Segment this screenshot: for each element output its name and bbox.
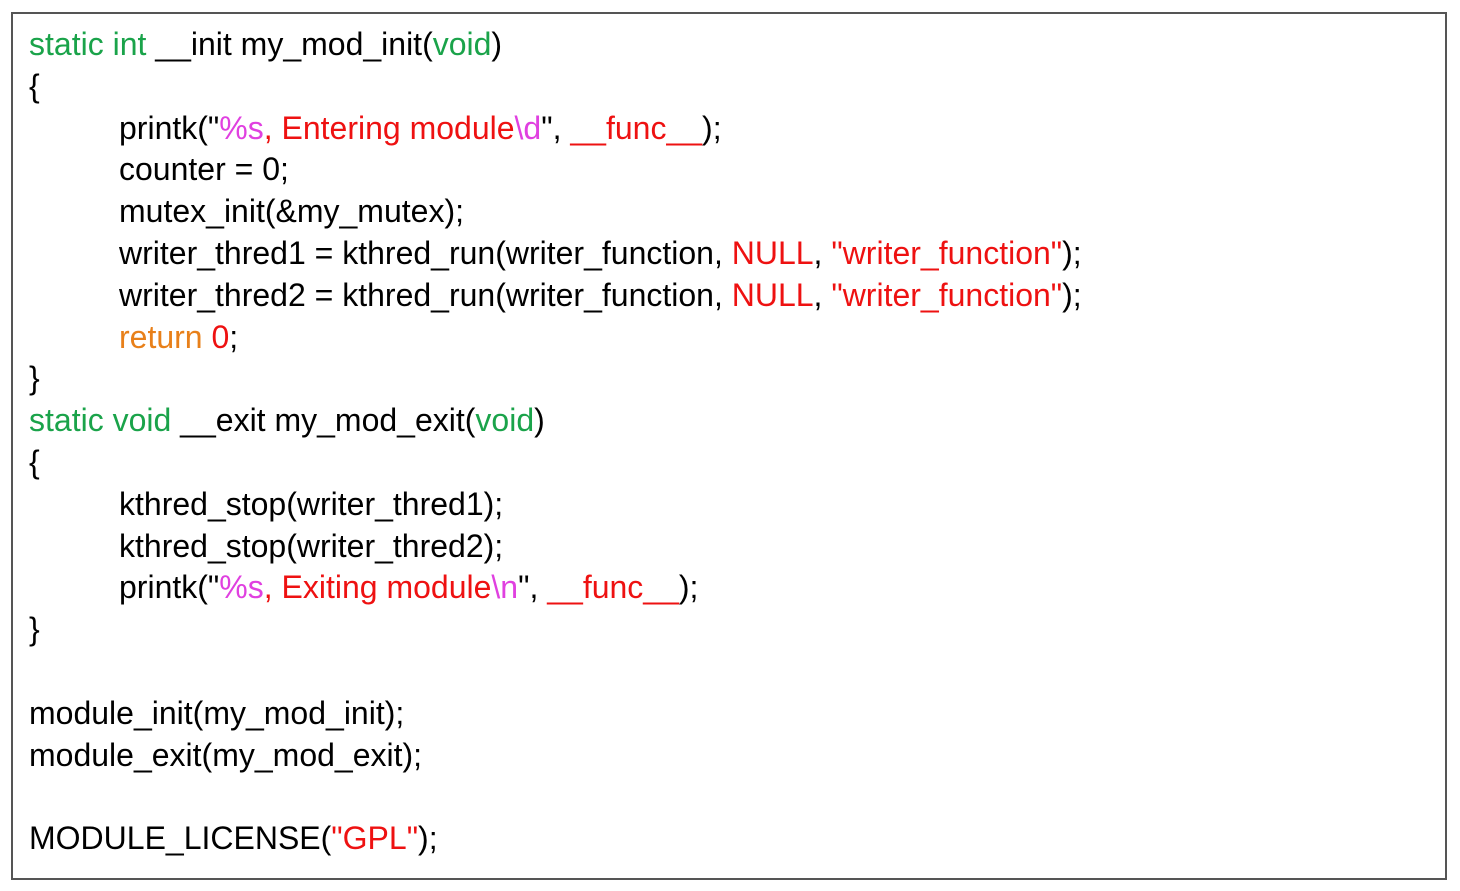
code-line: printk("%s, Entering module\d", __func__… — [29, 108, 1082, 150]
code-token-plain: , — [813, 234, 832, 271]
code-token-string: , Exiting module — [263, 569, 492, 606]
code-token-plain: __init my_mod_init( — [146, 26, 433, 62]
code-token-keyword: void — [475, 402, 535, 439]
code-token-keyword: static int — [29, 26, 147, 62]
blank-line — [29, 776, 1082, 818]
code-token-plain: } — [29, 611, 40, 648]
code-token-plain: writer_thred2 = kthred_run(writer_functi… — [119, 276, 732, 313]
code-line: mutex_init(&my_mutex); — [29, 191, 1082, 233]
code-token-string: NULL — [731, 234, 814, 271]
code-token-plain: ); — [1062, 276, 1082, 313]
blank-line — [29, 651, 1082, 693]
code-token-plain: ); — [678, 569, 699, 606]
code-token-plain: ) — [534, 402, 545, 439]
code-line: writer_thred2 = kthred_run(writer_functi… — [29, 275, 1082, 317]
code-token-string: 0 — [211, 318, 230, 355]
code-token-format: \n — [491, 569, 519, 606]
code-line: } — [29, 358, 1082, 400]
code-token-plain: ); — [1062, 234, 1082, 271]
code-token-plain: module_exit(my_mod_exit); — [29, 736, 423, 773]
code-line: static int __init my_mod_init(void) — [29, 24, 1082, 66]
code-token-keyword: void — [432, 26, 492, 62]
code-listing-frame: static int __init my_mod_init(void){prin… — [11, 12, 1447, 880]
code-token-string: "writer_function" — [831, 276, 1063, 313]
code-token-control: return — [119, 318, 203, 355]
code-token-plain: kthred_stop(writer_thred1); — [119, 485, 504, 522]
code-token-plain: { — [29, 67, 40, 104]
code-line: } — [29, 609, 1082, 651]
code-token-plain: } — [29, 360, 40, 397]
code-token-string: , Entering module — [263, 109, 515, 146]
code-token-plain: mutex_init(&my_mutex); — [119, 193, 464, 230]
code-token-format: %s — [219, 109, 264, 146]
code-line: printk("%s, Exiting module\n", __func__)… — [29, 567, 1082, 609]
code-line: MODULE_LICENSE("GPL"); — [29, 818, 1082, 860]
code-token-plain: ; — [229, 318, 239, 355]
code-token-plain: ", — [518, 569, 548, 606]
code-token-string: "GPL" — [331, 820, 419, 857]
code-line: module_exit(my_mod_exit); — [29, 735, 1082, 777]
code-token-plain: printk(" — [119, 569, 220, 606]
code-token-plain: , — [813, 276, 832, 313]
code-listing: static int __init my_mod_init(void){prin… — [29, 24, 1082, 860]
code-line: writer_thred1 = kthred_run(writer_functi… — [29, 233, 1082, 275]
code-token-plain: ) — [491, 26, 503, 62]
code-token-plain: kthred_stop(writer_thred2); — [119, 527, 504, 564]
code-line: module_init(my_mod_init); — [29, 693, 1082, 735]
code-token-format: %s — [219, 569, 264, 606]
code-line: static void __exit my_mod_exit(void) — [29, 400, 1082, 442]
code-token-keyword: static void — [29, 402, 172, 439]
code-token-plain: MODULE_LICENSE( — [29, 820, 332, 857]
code-token-plain: counter = 0; — [119, 151, 289, 188]
code-token-string: NULL — [731, 276, 814, 313]
code-token-plain: ); — [418, 820, 438, 857]
code-token-plain: module_init(my_mod_init); — [29, 694, 405, 731]
code-token-string: __func__ — [547, 569, 679, 606]
code-token-string: __func__ — [570, 109, 703, 146]
code-token-plain: printk(" — [119, 109, 220, 146]
code-token-format: \d — [514, 109, 542, 146]
code-line: counter = 0; — [29, 149, 1082, 191]
code-token-plain: ); — [702, 109, 722, 146]
code-token-plain: __exit my_mod_exit( — [171, 402, 476, 439]
code-line: return 0; — [29, 317, 1082, 359]
code-line: { — [29, 66, 1082, 108]
code-token-plain: ", — [541, 109, 571, 146]
code-line: kthred_stop(writer_thred1); — [29, 484, 1082, 526]
code-line: kthred_stop(writer_thred2); — [29, 526, 1082, 568]
code-token-plain: writer_thred1 = kthred_run(writer_functi… — [119, 234, 732, 271]
code-token-plain: { — [29, 443, 40, 480]
code-line: { — [29, 442, 1082, 484]
code-token-string: "writer_function" — [831, 234, 1063, 271]
